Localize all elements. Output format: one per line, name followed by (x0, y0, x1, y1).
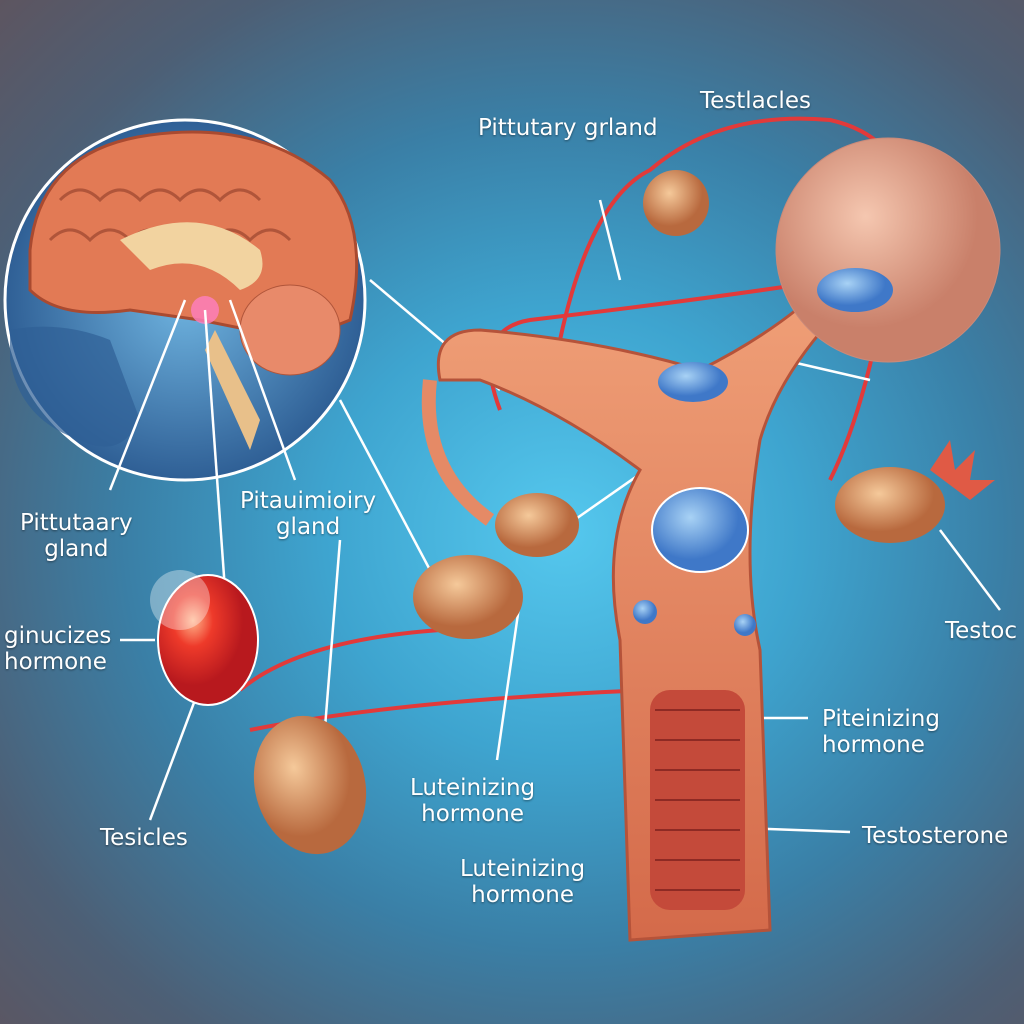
label-left-pituitary: Pittutaary gland (20, 510, 133, 563)
label-line: Pittutaary (20, 510, 133, 536)
label-left-hormone: ginucizes hormone (4, 623, 111, 676)
label-line: ginucizes (4, 623, 112, 649)
label-line: hormone (471, 882, 575, 909)
label-line: Luteinizing (410, 775, 536, 801)
label-testosterone: Testosterone (862, 823, 1009, 849)
red-gland (157, 574, 259, 706)
label-line: hormone (822, 732, 925, 759)
label-line: hormone (4, 649, 107, 676)
label-lh-2: Luteinizing hormone (460, 856, 585, 909)
label-line: Pitauimioiry (240, 488, 377, 514)
label-top-pituitary: Pittutary grland (478, 115, 658, 141)
label-line: gland (44, 536, 109, 563)
label-right-hormone: Piteinizing hormone (822, 706, 940, 759)
testicle-ball (775, 137, 1001, 363)
label-line: hormone (421, 801, 525, 828)
organ-body (421, 277, 853, 942)
label-lh-1: Luteinizing hormone (410, 775, 535, 828)
label-mid-pituitary: Pitauimioiry gland (240, 488, 376, 541)
gland-top (643, 170, 709, 236)
label-top-testicles: Testlacles (700, 88, 811, 114)
label-line: Piteinizing (822, 706, 940, 732)
label-bottom-testicles: Tesicles (100, 825, 188, 851)
brain-inset (3, 118, 367, 482)
leader-lines (108, 199, 1001, 834)
label-line: Luteinizing (460, 856, 586, 882)
label-right-cut: Testoc (945, 618, 1018, 644)
label-line: gland (275, 514, 341, 541)
